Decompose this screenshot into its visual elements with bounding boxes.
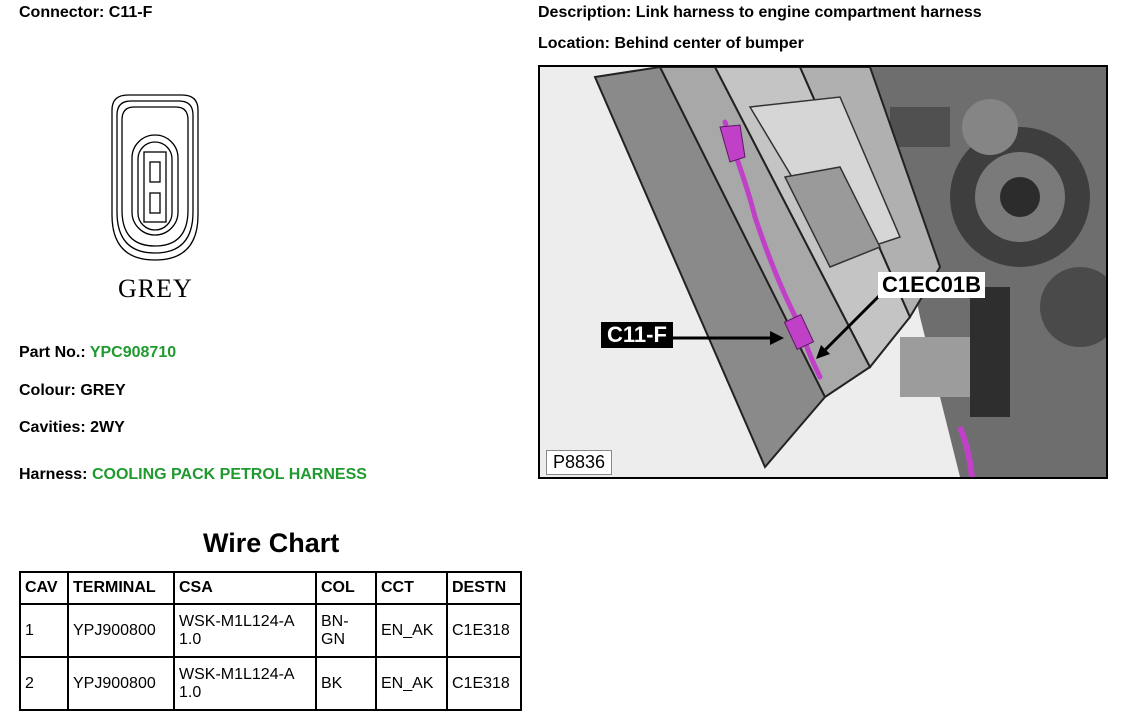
table-row: 1 YPJ900800 WSK-M1L124-A 1.0 BN-GN EN_AK… — [19, 603, 522, 658]
location-label: Location: — [538, 35, 610, 52]
cell-cct: EN_AK — [375, 603, 448, 658]
colour-label: Colour: — [19, 382, 76, 399]
connector-outline-icon — [111, 94, 199, 261]
engine-bay-illustration-icon — [540, 67, 1106, 477]
location-illustration: C11-F C1EC01B P8836 — [538, 65, 1108, 479]
callout-c1ec01b: C1EC01B — [878, 272, 986, 298]
cell-csa: WSK-M1L124-A 1.0 — [173, 656, 317, 711]
cavities-line: Cavities: 2WY — [19, 419, 125, 437]
description-label: Description: — [538, 4, 632, 21]
cell-destn: C1E318 — [446, 603, 522, 658]
cell-csa: WSK-M1L124-A 1.0 — [173, 603, 317, 658]
cavities-value: 2WY — [90, 419, 125, 436]
part-no-line: Part No.: YPC908710 — [19, 344, 176, 362]
harness-label: Harness: — [19, 466, 88, 483]
wire-chart: CAV TERMINAL CSA COL CCT DESTN 1 YPJ9008… — [19, 571, 522, 711]
col-header-destn: DESTN — [446, 571, 522, 605]
table-header-row: CAV TERMINAL CSA COL CCT DESTN — [19, 571, 522, 605]
table-row: 2 YPJ900800 WSK-M1L124-A 1.0 BK EN_AK C1… — [19, 656, 522, 711]
wire-chart-title: Wire Chart — [203, 528, 340, 558]
description-line: Description: Link harness to engine comp… — [538, 4, 982, 22]
description-value: Link harness to engine compartment harne… — [635, 4, 982, 21]
part-no-label: Part No.: — [19, 344, 86, 361]
col-header-cct: CCT — [375, 571, 448, 605]
connector-face-drawing — [100, 90, 210, 270]
cavities-label: Cavities: — [19, 419, 86, 436]
colour-value: GREY — [80, 382, 126, 399]
connector-colour-label: GREY — [118, 274, 193, 303]
part-no-value: YPC908710 — [89, 344, 177, 361]
col-header-csa: CSA — [173, 571, 317, 605]
cell-cav: 1 — [19, 603, 69, 658]
wire-chart-table: CAV TERMINAL CSA COL CCT DESTN 1 YPJ9008… — [19, 571, 522, 711]
harness-value: COOLING PACK PETROL HARNESS — [91, 466, 367, 483]
colour-line: Colour: GREY — [19, 382, 126, 400]
connector-label: Connector: — [19, 4, 105, 21]
cell-col: BK — [315, 656, 377, 711]
col-header-terminal: TERMINAL — [67, 571, 175, 605]
connector-value: C11-F — [108, 4, 153, 21]
col-header-cav: CAV — [19, 571, 69, 605]
col-header-col: COL — [315, 571, 377, 605]
cell-terminal: YPJ900800 — [67, 656, 175, 711]
location-line: Location: Behind center of bumper — [538, 35, 804, 53]
cell-terminal: YPJ900800 — [67, 603, 175, 658]
cell-col: BN-GN — [315, 603, 377, 658]
cell-cct: EN_AK — [375, 656, 448, 711]
illustration-code: P8836 — [546, 450, 613, 475]
location-value: Behind center of bumper — [614, 35, 804, 52]
cell-cav: 2 — [19, 656, 69, 711]
cell-destn: C1E318 — [446, 656, 522, 711]
connector-line: Connector: C11-F — [19, 4, 152, 22]
callout-c11-f: C11-F — [601, 322, 673, 348]
harness-line: Harness: COOLING PACK PETROL HARNESS — [19, 466, 367, 484]
